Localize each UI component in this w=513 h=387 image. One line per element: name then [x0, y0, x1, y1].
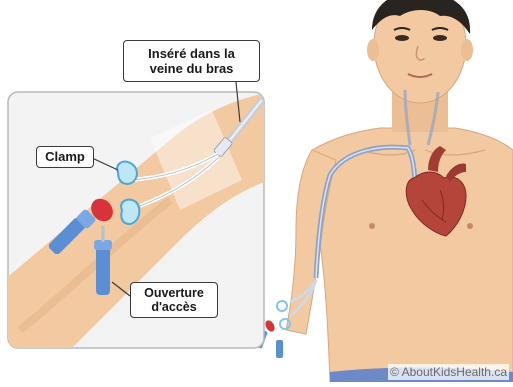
callout-inserted-line2: veine du bras — [124, 61, 259, 76]
callout-inserted-line1: Inséré dans la — [124, 46, 259, 61]
callout-inserted-in-arm-vein: Inséré dans la veine du bras — [123, 40, 260, 82]
callout-access-port: Ouverture d'accès — [130, 282, 218, 318]
callout-port-line2: d'accès — [131, 300, 217, 314]
callout-clamp: Clamp — [36, 146, 94, 168]
inset-panel — [0, 92, 270, 360]
copyright-credit: © AboutKidsHealth.ca — [388, 364, 509, 380]
callout-clamp-label: Clamp — [45, 149, 85, 164]
child-figure — [255, 0, 513, 382]
callout-port-line1: Ouverture — [131, 286, 217, 300]
eye — [395, 35, 409, 41]
eye — [433, 35, 447, 41]
